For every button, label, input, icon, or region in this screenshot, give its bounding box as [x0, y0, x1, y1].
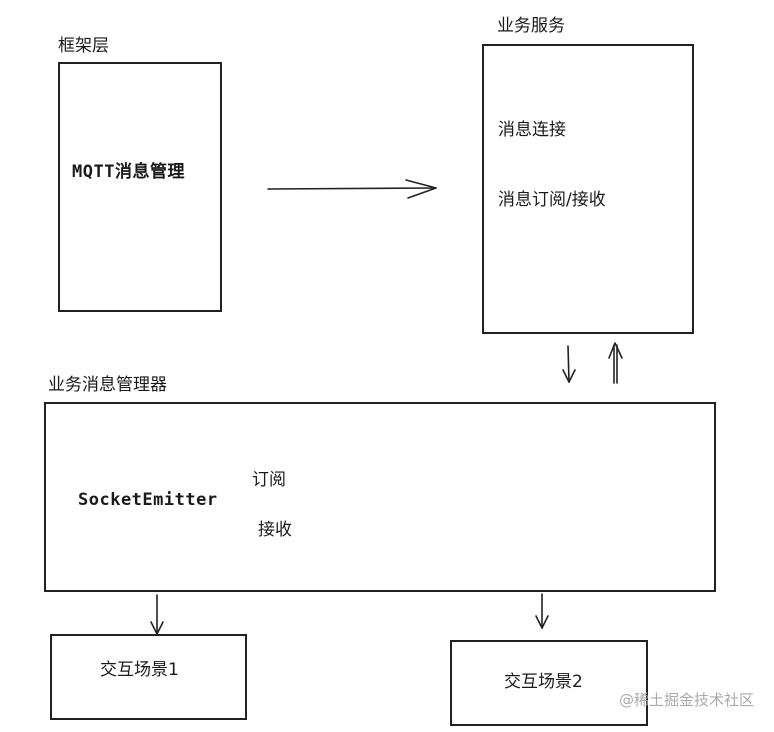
scene-box-2: 交互场景2 [450, 640, 648, 726]
scene-label-2: 交互场景2 [504, 672, 583, 692]
scene-box-1: 交互场景1 [50, 634, 247, 720]
arrow-manager-to-service [608, 342, 623, 384]
scene-label-1: 交互场景1 [100, 660, 179, 680]
business-service-item-subscribe: 消息订阅/接收 [498, 190, 606, 210]
framework-content-text: MQTT消息管理 [72, 162, 185, 182]
socket-emitter-label: SocketEmitter [78, 490, 218, 510]
business-service-box: 消息连接 消息订阅/接收 [482, 44, 694, 334]
watermark: @稀土掘金技术社区 [618, 691, 754, 709]
framework-content: MQTT消息管理 [72, 164, 185, 181]
subscribe-action-label: 订阅 [252, 470, 286, 490]
arrow-service-to-manager [562, 345, 576, 383]
receive-action-label: 接收 [258, 520, 292, 540]
framework-box: MQTT消息管理 [58, 62, 222, 312]
message-manager-title: 业务消息管理器 [48, 375, 167, 395]
business-service-title: 业务服务 [497, 16, 565, 36]
arrow-manager-to-scene-1 [150, 594, 164, 635]
message-manager-box: SocketEmitter 订阅 接收 [44, 402, 716, 592]
business-service-item-connect: 消息连接 [498, 120, 566, 140]
framework-title: 框架层 [58, 36, 109, 56]
arrow-framework-to-service [267, 179, 437, 199]
arrow-manager-to-scene-2 [535, 593, 549, 629]
